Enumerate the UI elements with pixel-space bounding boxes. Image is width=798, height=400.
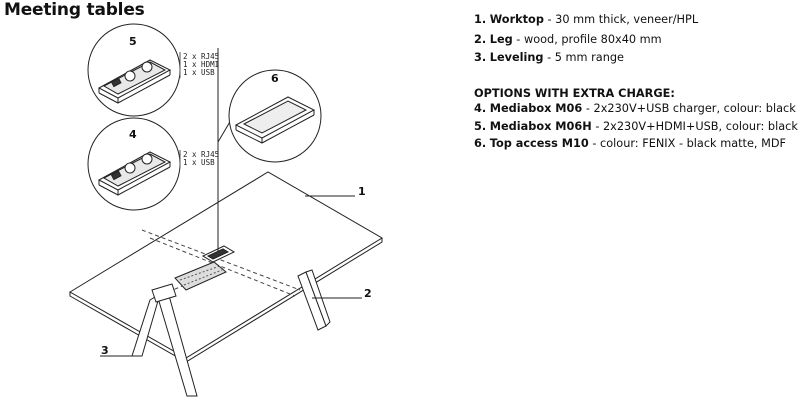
spec-name: Leg — [489, 33, 513, 46]
option-desc: - colour: FENIX - black matte, MDF — [588, 137, 787, 150]
option-name: Mediabox M06H — [489, 120, 592, 133]
table-drawing: 5 4 6 2 x RJ45 1 x HDMI 1 x USB 2 x RJ45… — [69, 23, 383, 397]
frame-dashed-line — [141, 229, 301, 291]
option-desc: - 2x230V+HDMI+USB, colour: black — [591, 120, 798, 133]
option-item-mediabox-m06h: 5. Mediabox M06H - 2x230V+HDMI+USB, colo… — [474, 120, 798, 134]
spec-name: Leveling — [489, 51, 544, 64]
frame-dashed-line — [149, 237, 296, 297]
port-text-5-rj45: 2 x RJ45 — [183, 52, 219, 61]
leader-line — [217, 119, 232, 143]
option-num: 4. — [474, 102, 487, 115]
detail-label-5: 5 — [129, 35, 137, 48]
spec-name: Worktop — [489, 13, 544, 26]
callout-1: 1 — [358, 185, 366, 198]
spec-desc: - wood, profile 80x40 mm — [512, 33, 662, 46]
spec-item-leg: 2. Leg - wood, profile 80x40 mm — [474, 33, 662, 47]
spec-item-worktop: 1. Worktop - 30 mm thick, veneer/HPL — [474, 13, 698, 27]
page-title: Meeting tables — [4, 0, 145, 20]
spec-item-leveling: 3. Leveling - 5 mm range — [474, 51, 624, 65]
spec-num: 3. — [474, 51, 487, 64]
option-item-top-access-m10: 6. Top access M10 - colour: FENIX - blac… — [474, 137, 786, 151]
leg-bracket — [151, 283, 177, 303]
spec-num: 1. — [474, 13, 487, 26]
spec-desc: - 5 mm range — [543, 51, 625, 64]
port-text-4-rj45: 2 x RJ45 — [183, 150, 219, 159]
port-text-5-usb: 1 x USB — [183, 68, 215, 77]
option-name: Mediabox M06 — [489, 102, 583, 115]
spec-num: 2. — [474, 33, 487, 46]
callout-2: 2 — [364, 287, 372, 300]
detail-label-4: 4 — [129, 128, 137, 141]
option-item-mediabox-m06: 4. Mediabox M06 - 2x230V+USB charger, co… — [474, 102, 796, 116]
option-desc: - 2x230V+USB charger, colour: black — [582, 102, 796, 115]
detail-label-6: 6 — [271, 72, 279, 85]
option-name: Top access M10 — [489, 137, 589, 150]
option-num: 6. — [474, 137, 487, 150]
options-heading: OPTIONS WITH EXTRA CHARGE: — [474, 87, 675, 100]
option-num: 5. — [474, 120, 487, 133]
spec-desc: - 30 mm thick, veneer/HPL — [543, 13, 699, 26]
port-text-5-hdmi: 1 x HDMI — [183, 60, 219, 69]
callout-3: 3 — [101, 344, 109, 357]
port-text-4-usb: 1 x USB — [183, 158, 215, 167]
